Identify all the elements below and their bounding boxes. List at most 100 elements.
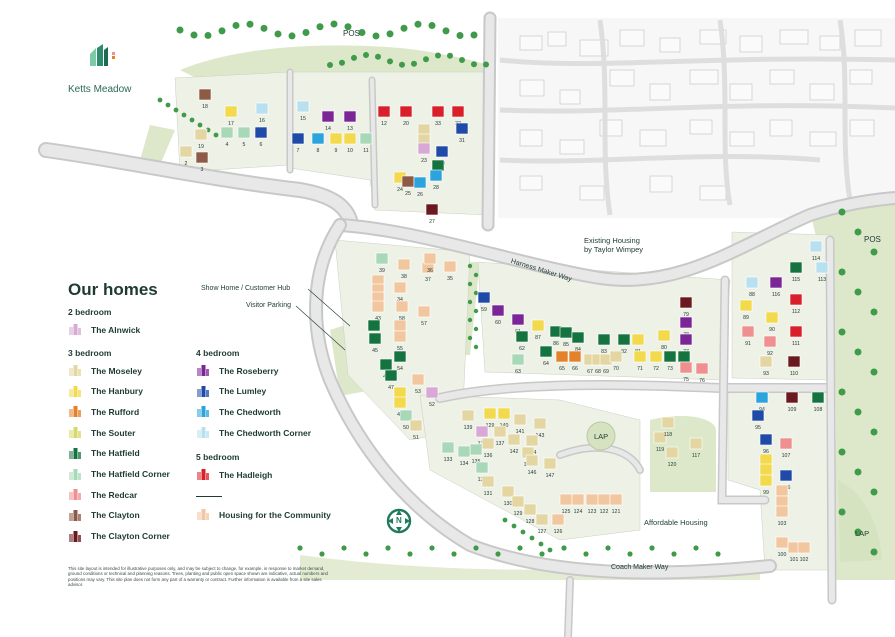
plot[interactable]: 137	[493, 425, 507, 447]
plot[interactable]: 146	[525, 454, 539, 476]
plot[interactable]: 55	[393, 330, 407, 352]
plot[interactable]: 16	[255, 102, 269, 124]
plot[interactable]: 90	[765, 311, 779, 333]
plot[interactable]: 50	[399, 409, 413, 431]
plot[interactable]: 35	[443, 260, 457, 282]
plot[interactable]: 131	[481, 475, 495, 497]
plot[interactable]: 17	[224, 105, 238, 127]
plot[interactable]: 36	[423, 252, 437, 274]
plot[interactable]: 120	[665, 446, 679, 468]
plot[interactable]: 45	[368, 332, 382, 354]
plot[interactable]: 89	[739, 299, 753, 321]
plot[interactable]: 117	[689, 437, 703, 459]
plot[interactable]: 5	[237, 126, 251, 148]
plot[interactable]: 39	[375, 252, 389, 274]
plot[interactable]: 116	[769, 276, 783, 298]
plot[interactable]: 136	[481, 437, 495, 459]
plot[interactable]: 142	[507, 433, 521, 455]
plot[interactable]: 88	[745, 276, 759, 298]
plot[interactable]: 31	[455, 122, 469, 144]
plot[interactable]: 109	[785, 391, 799, 413]
plot[interactable]: 64	[539, 345, 553, 367]
plot[interactable]: 121	[609, 493, 623, 515]
plot[interactable]: 91	[741, 325, 755, 347]
plot[interactable]: 118	[661, 416, 675, 438]
plot[interactable]: 53	[411, 373, 425, 395]
plot[interactable]: 130	[501, 485, 515, 507]
plot[interactable]: 20	[399, 105, 413, 127]
plot[interactable]: 127	[535, 513, 549, 535]
plot[interactable]: 52	[425, 386, 439, 408]
plot[interactable]: 65	[555, 350, 569, 372]
plot[interactable]: 12	[377, 105, 391, 127]
plot[interactable]: 113	[815, 261, 829, 283]
plot[interactable]: 9	[329, 132, 343, 154]
plot[interactable]: 92	[763, 335, 777, 357]
plot[interactable]: 26	[413, 176, 427, 198]
plot[interactable]: 63	[511, 353, 525, 375]
plot[interactable]: 112	[789, 293, 803, 315]
plot[interactable]: 7	[291, 132, 305, 154]
plot[interactable]: 93	[759, 355, 773, 377]
plot[interactable]: 34	[393, 281, 407, 303]
plot[interactable]: 59	[477, 291, 491, 313]
plot[interactable]: 28	[429, 169, 443, 191]
plot[interactable]: 19	[194, 128, 208, 150]
plot[interactable]: 102	[797, 541, 811, 563]
plot[interactable]: 38	[397, 258, 411, 280]
plot[interactable]: 18	[198, 88, 212, 110]
plot[interactable]: 73	[663, 350, 677, 372]
plot[interactable]: 6	[254, 126, 268, 148]
plot[interactable]: 110	[787, 355, 801, 377]
plot[interactable]: 47	[384, 369, 398, 391]
plot[interactable]: 4	[220, 126, 234, 148]
plot[interactable]: 70	[609, 350, 623, 372]
plot[interactable]: 139	[461, 409, 475, 431]
plot[interactable]: 13	[343, 110, 357, 132]
plot[interactable]: 80	[657, 329, 671, 351]
plot[interactable]: 8	[311, 132, 325, 154]
plot[interactable]: 114	[809, 240, 823, 262]
plot[interactable]: 82	[617, 333, 631, 355]
plot[interactable]: 33	[431, 105, 445, 127]
plot[interactable]: 3	[195, 151, 209, 173]
plot[interactable]: 129	[483, 407, 497, 429]
plot[interactable]: 10	[343, 132, 357, 154]
plot[interactable]: 141	[513, 413, 527, 435]
plot[interactable]: 43	[371, 300, 385, 322]
plot[interactable]: 115	[789, 261, 803, 283]
plot[interactable]: 54	[393, 350, 407, 372]
plot[interactable]: 147	[543, 457, 557, 479]
plot[interactable]: 66	[568, 350, 582, 372]
plot[interactable]: 128	[523, 503, 537, 525]
plot[interactable]: 62	[515, 330, 529, 352]
plot[interactable]: 126	[551, 513, 565, 535]
plot[interactable]: 99	[759, 474, 773, 496]
plot[interactable]: 75	[679, 361, 693, 383]
plot[interactable]: 71	[633, 350, 647, 372]
plot[interactable]: 107	[779, 437, 793, 459]
plot[interactable]: 60	[491, 304, 505, 326]
plot[interactable]: 15	[296, 100, 310, 122]
plot[interactable]: 95	[751, 409, 765, 431]
plot[interactable]: 58	[395, 300, 409, 322]
plot[interactable]: 143	[533, 417, 547, 439]
plot[interactable]: 23	[417, 142, 431, 164]
plot[interactable]: 87	[531, 319, 545, 341]
plot[interactable]: 72	[649, 350, 663, 372]
plot[interactable]: 134	[457, 445, 471, 467]
plot[interactable]: 14	[321, 110, 335, 132]
plot[interactable]: 119	[653, 431, 667, 453]
plot[interactable]: 83	[597, 333, 611, 355]
plot[interactable]: 133	[441, 441, 455, 463]
plot[interactable]: 84	[571, 331, 585, 353]
plot[interactable]: 51	[409, 419, 423, 441]
plot[interactable]: 76	[695, 362, 709, 384]
plot[interactable]: 103	[775, 505, 789, 527]
plot[interactable]: 129	[511, 495, 525, 517]
plot[interactable]: 108	[811, 391, 825, 413]
plot[interactable]: 57	[417, 305, 431, 327]
plot[interactable]: 111	[789, 325, 803, 347]
plot[interactable]: 2	[179, 145, 193, 167]
plot[interactable]: 27	[425, 203, 439, 225]
